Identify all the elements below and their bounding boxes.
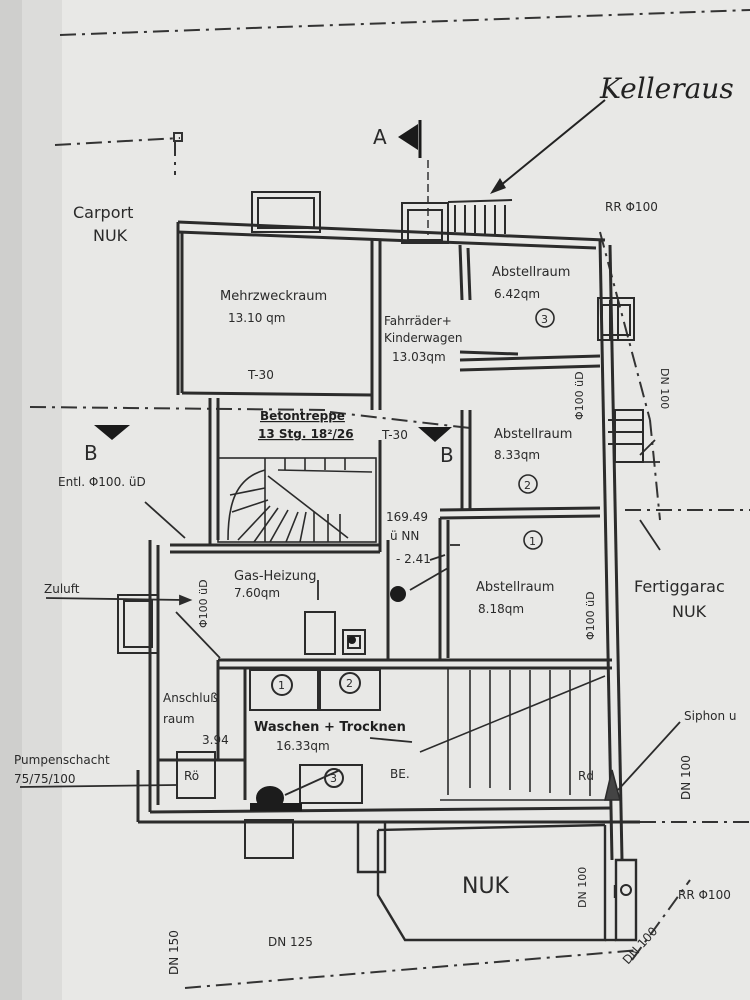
pumpenschacht-dim: 75/75/100	[14, 772, 76, 786]
roe-label: Rö	[184, 769, 199, 783]
drain-symbol	[620, 884, 632, 896]
abstellraum2-number: 2	[524, 479, 531, 492]
ramp-lines	[419, 668, 622, 801]
phi-100-ud-left: Φ100 üD	[197, 579, 210, 628]
waschen-label: Waschen + Trocknen	[254, 720, 406, 735]
level-unit: ü NN	[390, 529, 419, 543]
gas-heizung-label: Gas-Heizung	[234, 569, 316, 584]
gas-heizung-area: 7.60qm	[234, 586, 280, 600]
fertiggarage-nuk-label: NUK	[672, 602, 707, 621]
be-label: BE.	[390, 767, 410, 781]
nuk-bottom-label: NUK	[462, 874, 510, 899]
fixture-boxes	[176, 611, 381, 859]
kelleraus-arrow	[494, 99, 606, 191]
abstellraum2-area: 8.33qm	[494, 448, 540, 462]
rr-top-label: RR Φ100	[605, 200, 658, 214]
level-depth: - 2.41	[396, 552, 431, 566]
pumpenschacht-label: Pumpenschacht	[14, 753, 110, 767]
abstellraum1-area: 8.18qm	[478, 602, 524, 616]
section-a-marker	[398, 124, 418, 150]
betontreppe-label: Betontreppe	[260, 409, 345, 423]
rd-label: Rd	[578, 769, 594, 783]
box3-number: 3	[330, 772, 337, 785]
entl-label: Entl. Φ100. üD	[58, 475, 146, 489]
rr-bottom-label: RR Φ100	[678, 888, 731, 902]
abstellraum3-circle	[535, 308, 555, 328]
kelleraus-hatch	[447, 199, 642, 445]
light-wells	[117, 191, 644, 654]
section-b-left-label: B	[84, 441, 98, 465]
anschluss-label-1: Anschluß	[163, 691, 218, 705]
kelleraus-arrowhead	[490, 178, 506, 194]
betontreppe-spec: 13 Stg. 18²/26	[258, 427, 354, 441]
abstellraum2-circle	[518, 474, 538, 494]
section-a-label: A	[373, 125, 387, 149]
abstellraum1-number: 1	[529, 535, 536, 548]
abstellraum3-label: Abstellraum	[492, 265, 570, 280]
staircase	[217, 457, 377, 543]
box1-number: 1	[278, 679, 285, 692]
fahrraeder-area: 13.03qm	[392, 350, 446, 364]
fertiggarage-label: Fertiggarac	[634, 577, 725, 596]
anschluss-area: 3.94	[202, 733, 229, 747]
carport-nuk-label: NUK	[93, 226, 128, 245]
pump-symbol	[250, 586, 406, 811]
dn-150-label: DN 150	[167, 930, 181, 975]
paper-edge-shadow	[0, 0, 22, 1000]
dashed-boundary-lines	[29, 9, 750, 989]
waschen-area: 16.33qm	[276, 739, 330, 753]
section-b-left-marker	[94, 425, 130, 440]
t30-lower-label: T-30	[381, 428, 408, 442]
nuk-bottom-outline	[356, 822, 638, 942]
outer-walls	[136, 220, 640, 861]
t30-upper-label: T-30	[247, 368, 274, 382]
dn-100-right-upper: DN 100	[658, 368, 671, 409]
interior-walls	[158, 240, 612, 800]
fahrraeder-label: Fahrräder+	[384, 314, 452, 328]
leader-lines	[19, 439, 681, 796]
dn-125-label: DN 125	[268, 935, 313, 949]
abstellraum1-circle	[523, 530, 543, 550]
abstellraum3-number: 3	[541, 313, 548, 326]
abstellraum3-area: 6.42qm	[494, 287, 540, 301]
abstellraum2-label: Abstellraum	[494, 427, 572, 442]
kinderwagen-label: Kinderwagen	[384, 331, 463, 345]
level-value: 169.49	[386, 510, 428, 524]
carport-label: Carport	[73, 203, 133, 222]
section-b-right-marker	[418, 427, 452, 442]
section-b-right-label: B	[440, 443, 454, 467]
mehrzweckraum-area: 13.10 qm	[228, 311, 285, 325]
phi-100-ud-upper: Φ100 üD	[573, 371, 586, 420]
abstellraum1-label: Abstellraum	[476, 580, 554, 595]
dn-100-nuk: DN 100	[576, 867, 589, 908]
siphon-label: Siphon u	[684, 709, 737, 723]
phi-100-ud-right: Φ100 üD	[584, 591, 597, 640]
zuluft-label: Zuluft	[44, 582, 80, 596]
kelleraus-label: Kelleraus	[599, 72, 734, 105]
corner-marker	[173, 132, 183, 142]
anschluss-label-2: raum	[163, 712, 195, 726]
box2-number: 2	[346, 677, 353, 690]
dn-100-right-lower: DN 100	[679, 755, 693, 800]
mehrzweckraum-label: Mehrzweckraum	[220, 289, 327, 304]
